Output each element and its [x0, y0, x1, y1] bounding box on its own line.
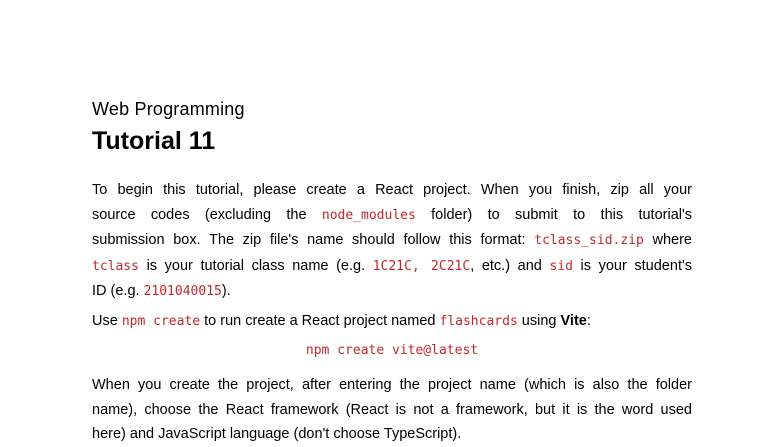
- text: To begin this tutorial, please create a …: [92, 182, 692, 198]
- command-text: npm create vite@latest: [305, 343, 479, 358]
- code-node-modules: node_modules: [321, 207, 416, 223]
- npm-create-paragraph: Use npm create to run create a React pro…: [92, 309, 692, 335]
- command-block: npm create vite@latest: [92, 341, 692, 359]
- text-line: submission box. The zip file's name shou…: [92, 228, 692, 254]
- text-line: ID (e.g. 2101040015).: [92, 279, 692, 305]
- text-line: name), choose the React framework (React…: [92, 401, 692, 418]
- text: is your student's: [572, 257, 692, 274]
- text-line: To begin this tutorial, please create a …: [92, 178, 692, 203]
- course-name: Web Programming: [92, 99, 245, 119]
- code-sid-example: 2101040015: [143, 284, 222, 300]
- text: ).: [221, 283, 231, 300]
- text: source codes (excluding the: [92, 206, 322, 223]
- instructions-paragraph: To begin this tutorial, please create a …: [92, 178, 692, 305]
- text-line: source codes (excluding the node_modules…: [92, 203, 692, 229]
- page-title: Tutorial 11: [92, 127, 216, 155]
- text: submission box. The zip file's name shou…: [92, 232, 535, 249]
- text-line: When you create the project, after enter…: [92, 377, 692, 393]
- text: to run create a React project named: [200, 313, 440, 329]
- vite-bold: Vite: [560, 313, 587, 329]
- text: , etc.) and: [470, 257, 550, 274]
- text-line: here) and JavaScript language (don't cho…: [92, 426, 462, 443]
- code-sid: sid: [549, 258, 573, 274]
- code-class-examples: 1C21C, 2C21C: [372, 258, 471, 274]
- code-npm-create: npm create: [121, 314, 201, 329]
- text: is your tutorial class name (e.g.: [138, 257, 373, 274]
- text-line: tclass is your tutorial class name (e.g.…: [92, 254, 692, 280]
- text: Use: [92, 313, 122, 329]
- code-flashcards: flashcards: [439, 314, 518, 329]
- text: using: [517, 313, 561, 329]
- text: :: [586, 313, 591, 329]
- text: ID (e.g.: [92, 283, 144, 300]
- code-tclass: tclass: [92, 258, 139, 274]
- framework-paragraph: When you create the project, after enter…: [92, 373, 692, 447]
- text: where: [643, 232, 693, 249]
- text: folder) to submit to this tutorial's: [415, 206, 692, 223]
- code-zip-format: tclass_sid.zip: [534, 233, 644, 249]
